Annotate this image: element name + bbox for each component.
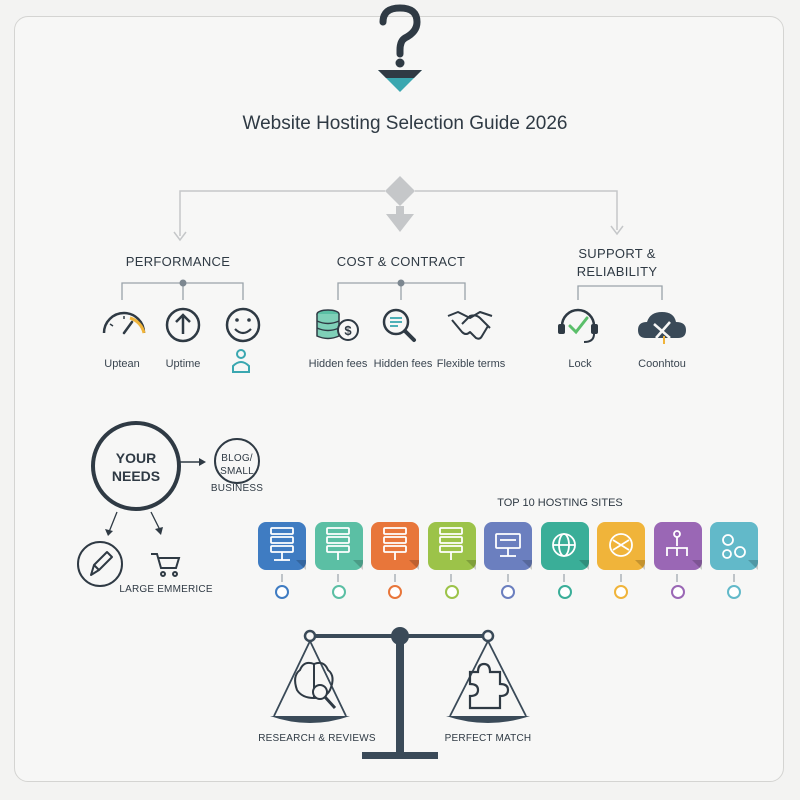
server-icon — [326, 527, 350, 560]
needs-line2: NEEDS — [111, 468, 161, 484]
globe-arrows-icon — [609, 533, 633, 557]
hosting-badge-icon — [331, 585, 346, 599]
tile-fold — [578, 560, 589, 570]
perfect-match-label: PERFECT MATCH — [444, 733, 532, 744]
tile-fold — [748, 560, 758, 570]
tile-fold — [465, 560, 476, 570]
branch-connectors — [173, 190, 624, 242]
category-support-line1: SUPPORT & — [578, 246, 656, 261]
pencil-circle-icon — [77, 541, 123, 587]
support-connector — [577, 285, 663, 300]
decision-diamond-icon — [385, 176, 415, 232]
hosting-badge-icon — [501, 585, 515, 599]
handshake-icon — [447, 311, 493, 340]
needs-line1: YOUR — [115, 450, 157, 466]
coins-dollar-icon: $ — [316, 309, 359, 341]
brain-magnifier-icon — [294, 661, 337, 710]
item-label-uptean: Uptean — [104, 358, 140, 370]
magnifier-document-icon — [382, 308, 416, 342]
blog-label-line3: BUSINESS — [210, 483, 264, 494]
server-icon — [270, 527, 294, 561]
your-needs-circle — [91, 421, 181, 511]
question-icon — [378, 4, 422, 92]
page-title: Website Hosting Selection Guide 2026 — [242, 113, 568, 134]
smiley-icon — [225, 307, 261, 343]
tile-fold — [409, 560, 419, 570]
hosting-tile[interactable] — [484, 522, 532, 570]
hosting-badge-icon — [557, 585, 572, 599]
arrow-up-circle-icon — [165, 307, 201, 343]
hosting-tile[interactable] — [710, 522, 758, 570]
tile-fold — [691, 560, 702, 570]
server-icon — [439, 527, 463, 560]
tile-glyphs — [270, 527, 746, 561]
svg-text:$: $ — [344, 323, 352, 338]
network-icon — [495, 533, 521, 557]
hosting-badge-icon — [275, 585, 289, 599]
blog-circle — [214, 438, 260, 484]
item-label-lock: Lock — [568, 358, 592, 370]
large-ecommerce-label: LARGE EMMERICE — [119, 584, 213, 595]
item-label-hidden-fees-2: Hidden fees — [373, 358, 433, 370]
blog-label-line2: SMALL — [220, 466, 254, 477]
speedometer-icon — [102, 311, 146, 335]
hosting-tile[interactable] — [540, 522, 589, 570]
tile-fold — [522, 560, 532, 570]
tile-connectors — [281, 574, 735, 582]
category-cost-contract: COST & CONTRACT — [336, 254, 466, 269]
item-label-coonhtou: Coonhtou — [638, 358, 686, 370]
item-label-uptime: Uptime — [165, 358, 201, 370]
top-sites-title: TOP 10 HOSTING SITES — [497, 497, 623, 509]
hosting-badge-icon — [614, 585, 628, 599]
hosting-badge-icon — [727, 585, 741, 599]
shopping-cart-icon — [151, 553, 181, 577]
headset-check-icon — [558, 308, 598, 343]
hosting-badge-icon — [444, 585, 459, 599]
category-performance: PERFORMANCE — [125, 254, 231, 269]
puzzle-piece-icon — [468, 662, 510, 710]
item-label-flexible-terms: Flexible terms — [436, 358, 506, 370]
hosting-badge-icon — [670, 585, 685, 599]
tile-fold — [296, 560, 306, 570]
server-icon — [383, 527, 407, 560]
blog-label-line1: BLOG/ — [221, 453, 253, 464]
globe-icon — [552, 533, 576, 557]
hosting-badge-icon — [388, 585, 402, 599]
tile-fold — [635, 560, 645, 570]
research-reviews-label: RESEARCH & REVIEWS — [258, 733, 376, 744]
gears-icon — [722, 534, 746, 559]
category-support-line2: RELIABILITY — [576, 264, 658, 279]
item-label-hidden-fees-1: Hidden fees — [308, 358, 368, 370]
network-tree-icon — [666, 530, 688, 556]
tile-fold — [352, 560, 363, 570]
balance-scale-icon — [270, 627, 530, 759]
cloud-tools-icon — [638, 312, 686, 344]
user-icon — [232, 349, 250, 373]
